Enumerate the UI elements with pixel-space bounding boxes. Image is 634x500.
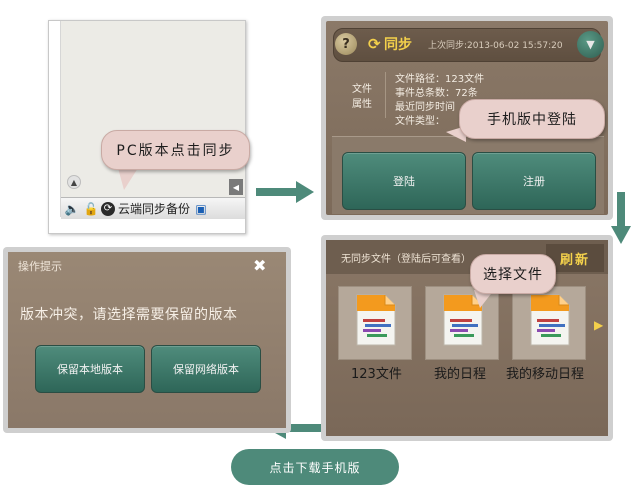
pc-bubble-tail xyxy=(118,168,138,190)
file-name[interactable]: 123文件 xyxy=(351,367,402,382)
document-icon xyxy=(443,294,483,346)
sync-refresh-icon[interactable]: ⟳ xyxy=(368,35,381,53)
cloud-sync-backup-label[interactable]: 云端同步备份 xyxy=(118,202,191,216)
pc-taskbar: 🔈 🔓 ⟳ 云端同步备份 ▣ xyxy=(61,197,245,219)
select-file-callout: 选择文件 xyxy=(470,254,556,294)
close-icon[interactable]: ✖ xyxy=(253,256,267,275)
monitor-icon[interactable]: ▣ xyxy=(195,201,207,216)
pc-sync-callout: PC版本点击同步 xyxy=(101,130,250,170)
file-type-value: 文件类型： xyxy=(395,116,445,127)
last-sync-time: 上次同步:2013-06-02 15:57:20 xyxy=(428,41,563,51)
document-icon xyxy=(356,294,396,346)
speaker-icon[interactable]: 🔈 xyxy=(64,201,80,216)
login-button[interactable]: 登陆 xyxy=(342,152,466,210)
lock-icon[interactable]: 🔓 xyxy=(83,201,99,216)
scroll-up-icon[interactable]: ▲ xyxy=(67,175,81,189)
sync-title[interactable]: 同步 xyxy=(384,37,412,53)
conflict-dialog xyxy=(8,252,286,428)
keep-network-version-button[interactable]: 保留网络版本 xyxy=(151,345,261,393)
pc-window-edge xyxy=(49,21,61,217)
document-icon xyxy=(530,294,570,346)
download-mobile-button[interactable]: 点击下载手机版 xyxy=(231,449,399,485)
sync-icon[interactable]: ⟳ xyxy=(101,201,115,216)
last-sync-label: 最近同步时间 xyxy=(395,102,455,113)
event-count-value: 事件总条数：72条 xyxy=(395,88,478,99)
attributes-divider xyxy=(385,72,386,118)
taskbar-collapse-icon[interactable]: ◀ xyxy=(229,179,243,195)
arrow-down-head xyxy=(611,226,631,244)
pc-screenshot-panel: ▲ ◀ 🔈 🔓 ⟳ 云端同步备份 ▣ xyxy=(48,20,246,234)
file-name[interactable]: 我的移动日程 xyxy=(506,367,585,382)
arrow-right-head xyxy=(296,181,314,203)
arrow-down-icon xyxy=(617,192,625,228)
file-attributes-label: 文件属性 xyxy=(352,84,372,110)
chevron-right-icon[interactable]: ▶ xyxy=(594,318,604,332)
conflict-message: 版本冲突，请选择需要保留的版本 xyxy=(20,307,238,323)
phone-login-callout: 手机版中登陆 xyxy=(459,99,605,139)
file-list-title: 无同步文件（登陆后可查看） xyxy=(341,254,471,265)
file-path-value: 文件路径：123文件 xyxy=(395,74,485,85)
select-bubble-tail xyxy=(474,290,494,308)
chevron-down-icon[interactable]: ▼ xyxy=(577,31,604,58)
file-tile[interactable] xyxy=(338,286,412,360)
file-name[interactable]: 我的日程 xyxy=(434,367,487,382)
keep-local-version-button[interactable]: 保留本地版本 xyxy=(35,345,145,393)
arrow-left-icon xyxy=(286,424,326,432)
dialog-title: 操作提示 xyxy=(18,260,62,273)
help-icon[interactable]: ? xyxy=(335,33,357,55)
register-button[interactable]: 注册 xyxy=(472,152,596,210)
arrow-right-icon xyxy=(256,188,298,196)
file-tile[interactable] xyxy=(512,286,586,360)
pc-desktop-area xyxy=(61,21,245,197)
